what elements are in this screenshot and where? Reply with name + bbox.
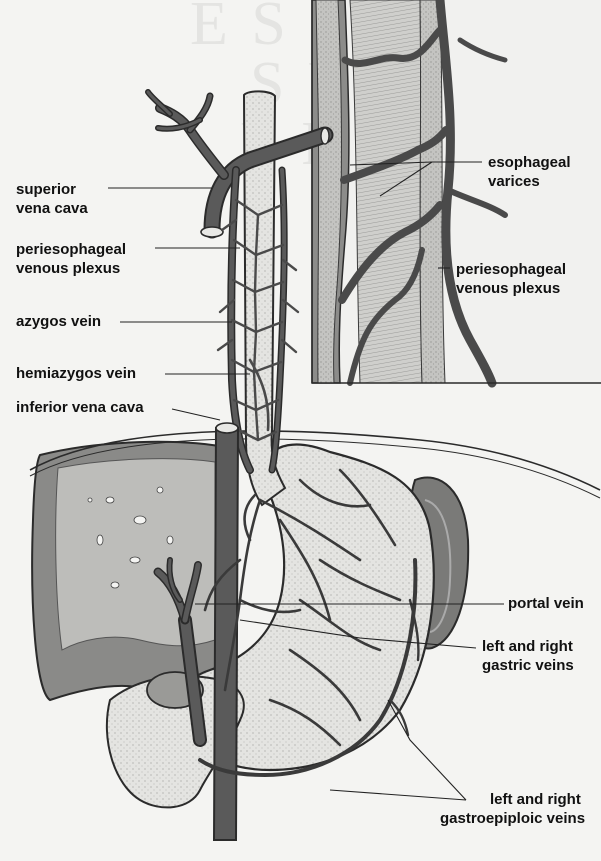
label-inferior-vena-cava: inferior vena cava xyxy=(16,398,144,417)
label-periesophageal-venous-plexus-right: periesophageal venous plexus xyxy=(456,260,566,298)
label-azygos-vein: azygos vein xyxy=(16,312,101,331)
label-esophageal-varices: esophageal varices xyxy=(488,153,571,191)
inset-panel xyxy=(312,0,601,383)
label-superior-vena-cava: superior vena cava xyxy=(16,180,88,218)
leader-inferior-vena-cava xyxy=(172,409,220,420)
label-gastroepiploic-veins: left and right gastroepiploic veins xyxy=(440,790,585,828)
ivc-opening xyxy=(216,423,238,433)
label-periesophageal-venous-plexus-left: periesophageal venous plexus xyxy=(16,240,126,278)
label-hemiazygos-vein: hemiazygos vein xyxy=(16,364,136,383)
svc-opening xyxy=(201,227,223,237)
label-gastric-veins: left and right gastric veins xyxy=(482,637,574,675)
svc-branch-opening xyxy=(321,128,329,144)
label-portal-vein: portal vein xyxy=(508,594,584,613)
